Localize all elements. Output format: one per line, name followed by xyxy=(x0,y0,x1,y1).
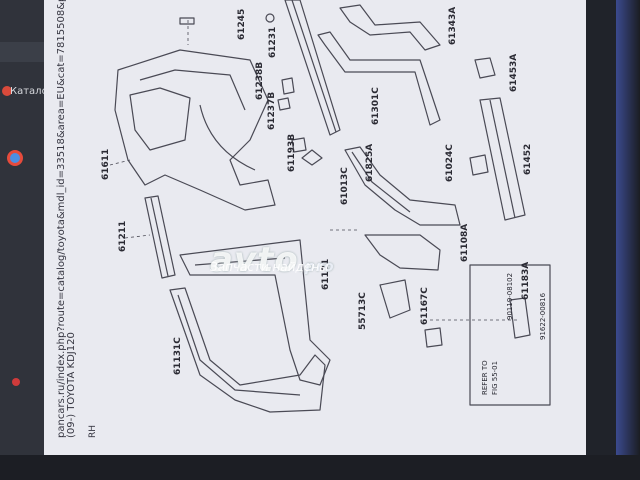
code-61193B[interactable]: 61193B xyxy=(287,134,297,172)
code-61452[interactable]: 61452 xyxy=(523,144,533,175)
inset-ref1: 90119-08102 xyxy=(506,273,514,320)
record-dot-icon xyxy=(12,378,20,386)
tab-label: Катало xyxy=(10,86,48,97)
watermark-logo: avto.pro xyxy=(210,240,335,280)
code-61131C[interactable]: 61131C xyxy=(173,337,183,375)
pillar-61131C-line xyxy=(177,294,301,396)
roof-rail-61231 xyxy=(284,0,341,136)
panel-61611-inner xyxy=(139,69,246,111)
inset-ref2: 91622-00816 xyxy=(539,292,547,340)
monitor-edge xyxy=(616,0,640,480)
sill-61131-line xyxy=(194,257,286,266)
sill-61131 xyxy=(179,239,331,386)
code-61167C[interactable]: 61167C xyxy=(420,287,430,325)
watermark-suffix: .pro xyxy=(298,259,335,275)
pillar-61013C-line xyxy=(351,151,411,213)
watermark-tagline: Запчасти найдены xyxy=(210,260,329,274)
favicon-icon xyxy=(2,86,12,96)
code-55713C[interactable]: 55713C xyxy=(358,292,368,330)
code-61024C[interactable]: 61024C xyxy=(445,144,455,182)
leader-line xyxy=(109,159,131,166)
code-61013C[interactable]: 61013C xyxy=(340,167,350,205)
bracket-55713C xyxy=(379,279,411,319)
code-61238B[interactable]: 61238B xyxy=(255,62,265,100)
inset-fig: FIG 55-01 xyxy=(491,361,499,395)
panel-61108A xyxy=(364,234,441,271)
inset-part xyxy=(509,297,531,339)
pillar-61131C xyxy=(169,287,326,413)
code-61108A[interactable]: 61108A xyxy=(460,224,470,262)
bar-61343A xyxy=(339,4,441,51)
roof-rail-61231-b xyxy=(291,0,337,133)
clip-61245 xyxy=(265,13,275,23)
inset-refer: REFER TO xyxy=(481,360,489,395)
monitor-bezel-bottom xyxy=(0,455,640,480)
code-61453A[interactable]: 61453A xyxy=(509,54,519,92)
watermark-brand: avto xyxy=(210,240,299,280)
plug-61825A xyxy=(301,149,323,166)
chrome-icon[interactable] xyxy=(7,150,23,166)
clip-61193B xyxy=(291,137,307,153)
inset-box xyxy=(469,264,551,406)
bar-61452-line xyxy=(489,99,516,219)
code-61301C[interactable]: 61301C xyxy=(371,87,381,125)
bar-61453A xyxy=(474,57,496,79)
panel-61024C xyxy=(469,154,489,176)
bar-61452 xyxy=(479,97,526,221)
code-61237B[interactable]: 61237B xyxy=(267,92,277,130)
rail-61211-line xyxy=(150,197,169,277)
panel-61611-window xyxy=(129,87,191,151)
code-61211[interactable]: 61211 xyxy=(118,221,128,252)
code-61231[interactable]: 61231 xyxy=(268,27,278,58)
code-61343A[interactable]: 61343A xyxy=(448,7,458,45)
code-61611[interactable]: 61611 xyxy=(101,149,111,180)
pillar-61301C xyxy=(317,31,441,126)
rail-61211 xyxy=(144,195,176,279)
panel-61611-arch xyxy=(199,104,256,171)
code-61131[interactable]: 61131 xyxy=(321,259,331,290)
leader-line xyxy=(124,234,151,239)
code-61245[interactable]: 61245 xyxy=(237,9,247,40)
side-label: RH xyxy=(88,424,98,438)
pillar-61013C xyxy=(344,146,461,226)
code-61183A[interactable]: 61183A xyxy=(521,262,531,300)
browser-tab-strip xyxy=(0,0,44,480)
bolt-icon xyxy=(179,17,195,25)
panel-61611 xyxy=(114,49,276,211)
clip-61237B xyxy=(277,97,291,111)
part-61167C xyxy=(424,327,443,348)
clip-61238B xyxy=(281,77,295,95)
code-61825A[interactable]: 61825A xyxy=(365,144,375,182)
browser-tab[interactable]: Катало xyxy=(0,42,48,97)
model-breadcrumb: (09-) TOYOTA KDJ120 xyxy=(66,332,77,438)
